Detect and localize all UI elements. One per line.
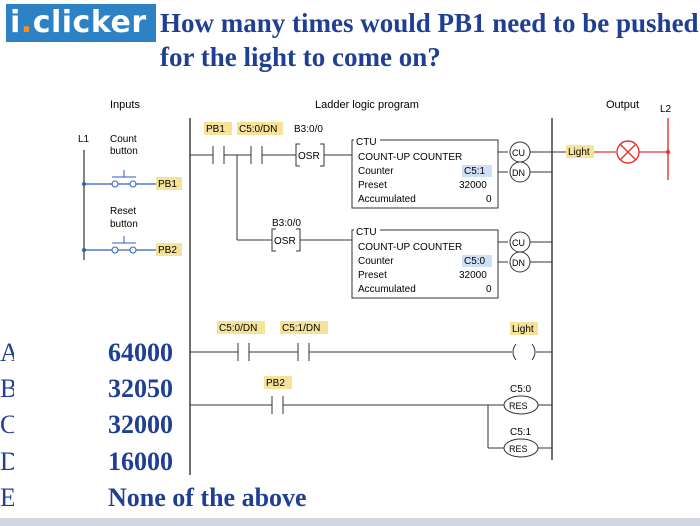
- counter-1-address: C5:1: [464, 166, 486, 177]
- counter-1-preset-value: 32000: [459, 180, 487, 191]
- counter-2-acc-label: Accumulated: [358, 284, 416, 295]
- counter-2-acc-value: 0: [486, 284, 492, 295]
- answer-d[interactable]: 16000: [108, 447, 173, 476]
- pb1-contact-tag: PB1: [206, 124, 225, 135]
- counter-2-title: COUNT-UP COUNTER: [358, 242, 462, 253]
- counter-2-preset-value: 32000: [459, 270, 487, 281]
- answer-a-letter: A.: [0, 338, 14, 367]
- pb2-contact-tag: PB2: [266, 378, 285, 389]
- dn-2-label: DN: [512, 258, 525, 268]
- c5-0-dn-rung3-tag: C5:0/DN: [219, 323, 257, 334]
- c5-0-dn-contact-tag: C5:0/DN: [239, 124, 277, 135]
- l2-label: L2: [660, 104, 672, 115]
- answer-b[interactable]: 32050: [108, 374, 173, 403]
- counter-1-acc-value: 0: [486, 194, 492, 205]
- answer-e[interactable]: None of the above: [108, 483, 307, 512]
- reset-button-label-1: Reset: [110, 206, 136, 217]
- c5-1-reset-address: C5:1: [510, 427, 532, 438]
- iclicker-logo: i.clicker: [6, 4, 156, 42]
- res-1-label: RES: [509, 401, 528, 411]
- inputs-header: Inputs: [110, 99, 140, 111]
- c5-1-dn-rung3-tag: C5:1/DN: [282, 323, 320, 334]
- pb1-tag-input: [156, 177, 182, 190]
- counter-2-address: C5:0: [464, 256, 486, 267]
- count-button-label-2: button: [110, 146, 138, 157]
- program-header: Ladder logic program: [315, 99, 419, 111]
- dn-1-label: DN: [512, 168, 525, 178]
- res-2-label: RES: [509, 444, 528, 454]
- answer-a[interactable]: 64000: [108, 338, 173, 367]
- pb2-tag-input: [156, 243, 182, 256]
- bottom-bar: [0, 518, 700, 526]
- cu-1-label: CU: [512, 148, 525, 158]
- counter-1-preset-label: Preset: [358, 180, 387, 191]
- cu-2-label: CU: [512, 238, 525, 248]
- light-coil-tag: Light: [512, 324, 534, 335]
- ctu-1-label: CTU: [356, 137, 377, 148]
- counter-1-acc-label: Accumulated: [358, 194, 416, 205]
- pb2-input-label: PB2: [158, 245, 177, 256]
- answer-e-letter: E.: [0, 483, 14, 512]
- answer-d-letter: D.: [0, 447, 14, 476]
- question-text: How many times would PB1 need to be push…: [160, 8, 699, 72]
- pb1-input-label: PB1: [158, 179, 177, 190]
- osr-1-label: OSR: [298, 151, 320, 162]
- ctu-2-label: CTU: [356, 227, 377, 238]
- counter-2-counter-label: Counter: [358, 256, 394, 267]
- counter-2-preset-label: Preset: [358, 270, 387, 281]
- counter-1-box: [351, 139, 499, 209]
- counter-1-counter-label: Counter: [358, 166, 394, 177]
- counter-2-box: [351, 229, 499, 299]
- b3-0-0-tag-2: B3:0/0: [272, 218, 301, 229]
- osr-2-label: OSR: [274, 236, 296, 247]
- reset-button-label-2: button: [110, 219, 138, 230]
- counter-1-title: COUNT-UP COUNTER: [358, 152, 462, 163]
- count-button-label-1: Count: [110, 134, 137, 145]
- b3-0-0-tag-1: B3:0/0: [294, 124, 323, 135]
- c5-0-reset-address: C5:0: [510, 384, 532, 395]
- output-header: Output: [606, 99, 639, 111]
- answer-c-letter: C.: [0, 410, 14, 439]
- answer-b-letter: B.: [0, 374, 14, 403]
- l1-label: L1: [78, 134, 90, 145]
- light-output-tag: Light: [568, 147, 590, 158]
- answer-c[interactable]: 32000: [108, 410, 173, 439]
